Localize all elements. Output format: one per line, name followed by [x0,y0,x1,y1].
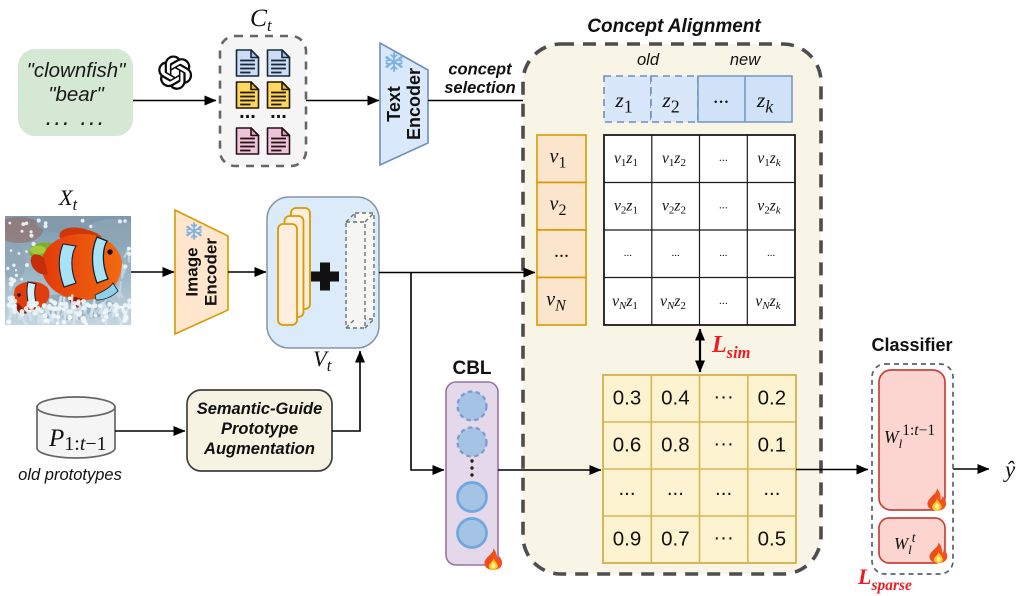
svg-text:...: ... [667,477,684,500]
svg-text:v2z1: v2z1 [614,198,638,217]
svg-text:...: ... [767,247,776,259]
svg-text:Prototype: Prototype [221,420,298,438]
svg-text:v1zk: v1zk [757,150,781,169]
svg-text:...: ... [239,101,256,123]
svg-text:new: new [730,51,761,69]
svg-text:...: ... [713,84,729,108]
svg-text:...: ... [715,477,732,500]
svg-text:v2z2: v2z2 [662,198,686,217]
svg-text:...: ... [719,150,728,164]
svg-text:...: ... [719,247,728,259]
svg-text:...: ... [671,247,680,259]
svg-text:Encoder: Encoder [202,238,221,306]
svg-text:0.9: 0.9 [613,528,642,551]
svg-text:"bear": "bear" [48,83,105,106]
svg-text:...: ... [270,101,287,123]
svg-text:v2zk: v2zk [757,198,781,217]
svg-text:···: ··· [713,385,733,408]
svg-text:Image: Image [183,247,202,296]
svg-text:0.8: 0.8 [661,434,690,457]
svg-text:...: ... [719,198,728,212]
svg-text:"clownfish": "clownfish" [27,59,128,82]
svg-text:v1z2: v1z2 [662,150,686,169]
svg-text:vNzk: vNzk [755,293,781,312]
svg-text:Vt: Vt [313,346,332,375]
svg-text:Wlt: Wlt [894,530,917,557]
svg-text:...: ... [763,477,780,500]
svg-text:Augmentation: Augmentation [203,440,315,458]
svg-text:...: ... [719,293,728,307]
svg-text:Concept Alignment: Concept Alignment [587,16,761,37]
svg-text:···: ··· [713,526,733,549]
svg-text:ŷ: ŷ [1003,457,1016,482]
svg-text:old prototypes: old prototypes [18,466,122,484]
svg-text:Classifier: Classifier [871,335,952,355]
svg-text:0.4: 0.4 [661,387,690,410]
svg-text:...: ... [554,240,569,262]
svg-text:...: ... [624,247,633,259]
svg-text:0.5: 0.5 [758,528,787,551]
svg-text:0.1: 0.1 [758,434,787,457]
svg-text:Text: Text [384,86,404,122]
svg-text:...: ... [618,477,635,500]
svg-text:vNz1: vNz1 [612,293,638,312]
svg-text:···: ··· [713,432,733,455]
svg-text:0.7: 0.7 [661,528,690,551]
svg-text:selection: selection [444,79,516,97]
svg-text:0.6: 0.6 [613,434,642,457]
svg-text:... ...: ... ... [46,104,107,131]
svg-text:old: old [637,51,660,69]
svg-text:Ct: Ct [250,3,272,35]
svg-text:0.3: 0.3 [613,387,642,410]
svg-text:v1z1: v1z1 [614,150,638,169]
svg-text:Encoder: Encoder [404,68,424,140]
svg-text:Semantic-Guide: Semantic-Guide [197,400,323,418]
svg-text:vNz2: vNz2 [660,293,686,312]
svg-text:concept: concept [448,61,513,79]
svg-text:CBL: CBL [452,358,491,379]
svg-text:Xt: Xt [58,185,78,214]
svg-text:0.2: 0.2 [758,387,787,410]
